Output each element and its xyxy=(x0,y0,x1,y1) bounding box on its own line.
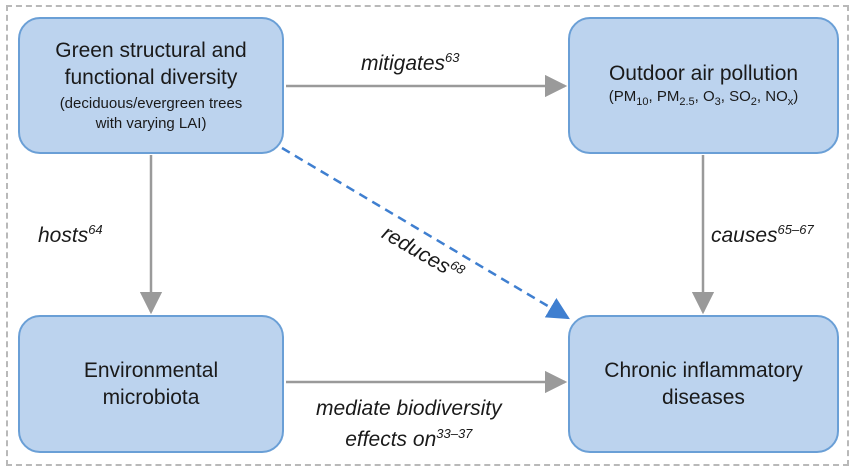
node-green-sub-2: with varying LAI) xyxy=(95,115,207,132)
diagram-frame xyxy=(6,5,849,466)
node-air-pollutants: (PM10, PM2.5, O3, SO2, NOx) xyxy=(608,87,799,108)
node-environmental-microbiota: Environmental microbiota xyxy=(18,315,284,453)
node-green-sub-1: (deciduous/evergreen trees xyxy=(59,95,243,112)
edge-label-mitigates-text: mitigates xyxy=(361,52,446,75)
edge-label-mitigates: mitigates63 xyxy=(361,50,460,76)
node-chronic-title-2: diseases xyxy=(662,386,745,409)
node-micro-title-1: Environmental xyxy=(83,359,219,382)
edge-label-mitigates-ref: 63 xyxy=(445,50,460,65)
node-green-diversity: Green structural and functional diversit… xyxy=(18,17,284,154)
edge-label-causes-text: causes xyxy=(711,224,778,247)
edge-label-mediate-line2: effects on33–37 xyxy=(316,421,502,452)
node-green-title-1: Green structural and xyxy=(55,39,247,62)
node-micro-title-2: microbiota xyxy=(102,386,200,409)
edge-label-causes: causes65–67 xyxy=(711,222,814,248)
edge-label-mediate-ref: 33–37 xyxy=(436,426,473,441)
node-green-title-2: functional diversity xyxy=(64,66,238,89)
node-chronic-inflammatory-diseases: Chronic inflammatory diseases xyxy=(568,315,839,453)
edge-label-hosts-text: hosts xyxy=(38,224,89,247)
edge-label-mediate-line1: mediate biodiversity xyxy=(316,397,502,420)
node-air-pollution: Outdoor air pollution (PM10, PM2.5, O3, … xyxy=(568,17,839,154)
edge-label-hosts: hosts64 xyxy=(38,222,103,248)
edge-reduces xyxy=(281,146,570,320)
edge-label-hosts-ref: 64 xyxy=(88,222,103,237)
edge-label-mediate-line2-text: effects on xyxy=(345,428,437,451)
edge-label-causes-ref: 65–67 xyxy=(777,222,814,237)
edge-label-mediate: mediate biodiversity effects on33–37 xyxy=(316,396,502,452)
node-chronic-title-1: Chronic inflammatory xyxy=(604,359,803,382)
node-air-title: Outdoor air pollution xyxy=(608,61,799,85)
